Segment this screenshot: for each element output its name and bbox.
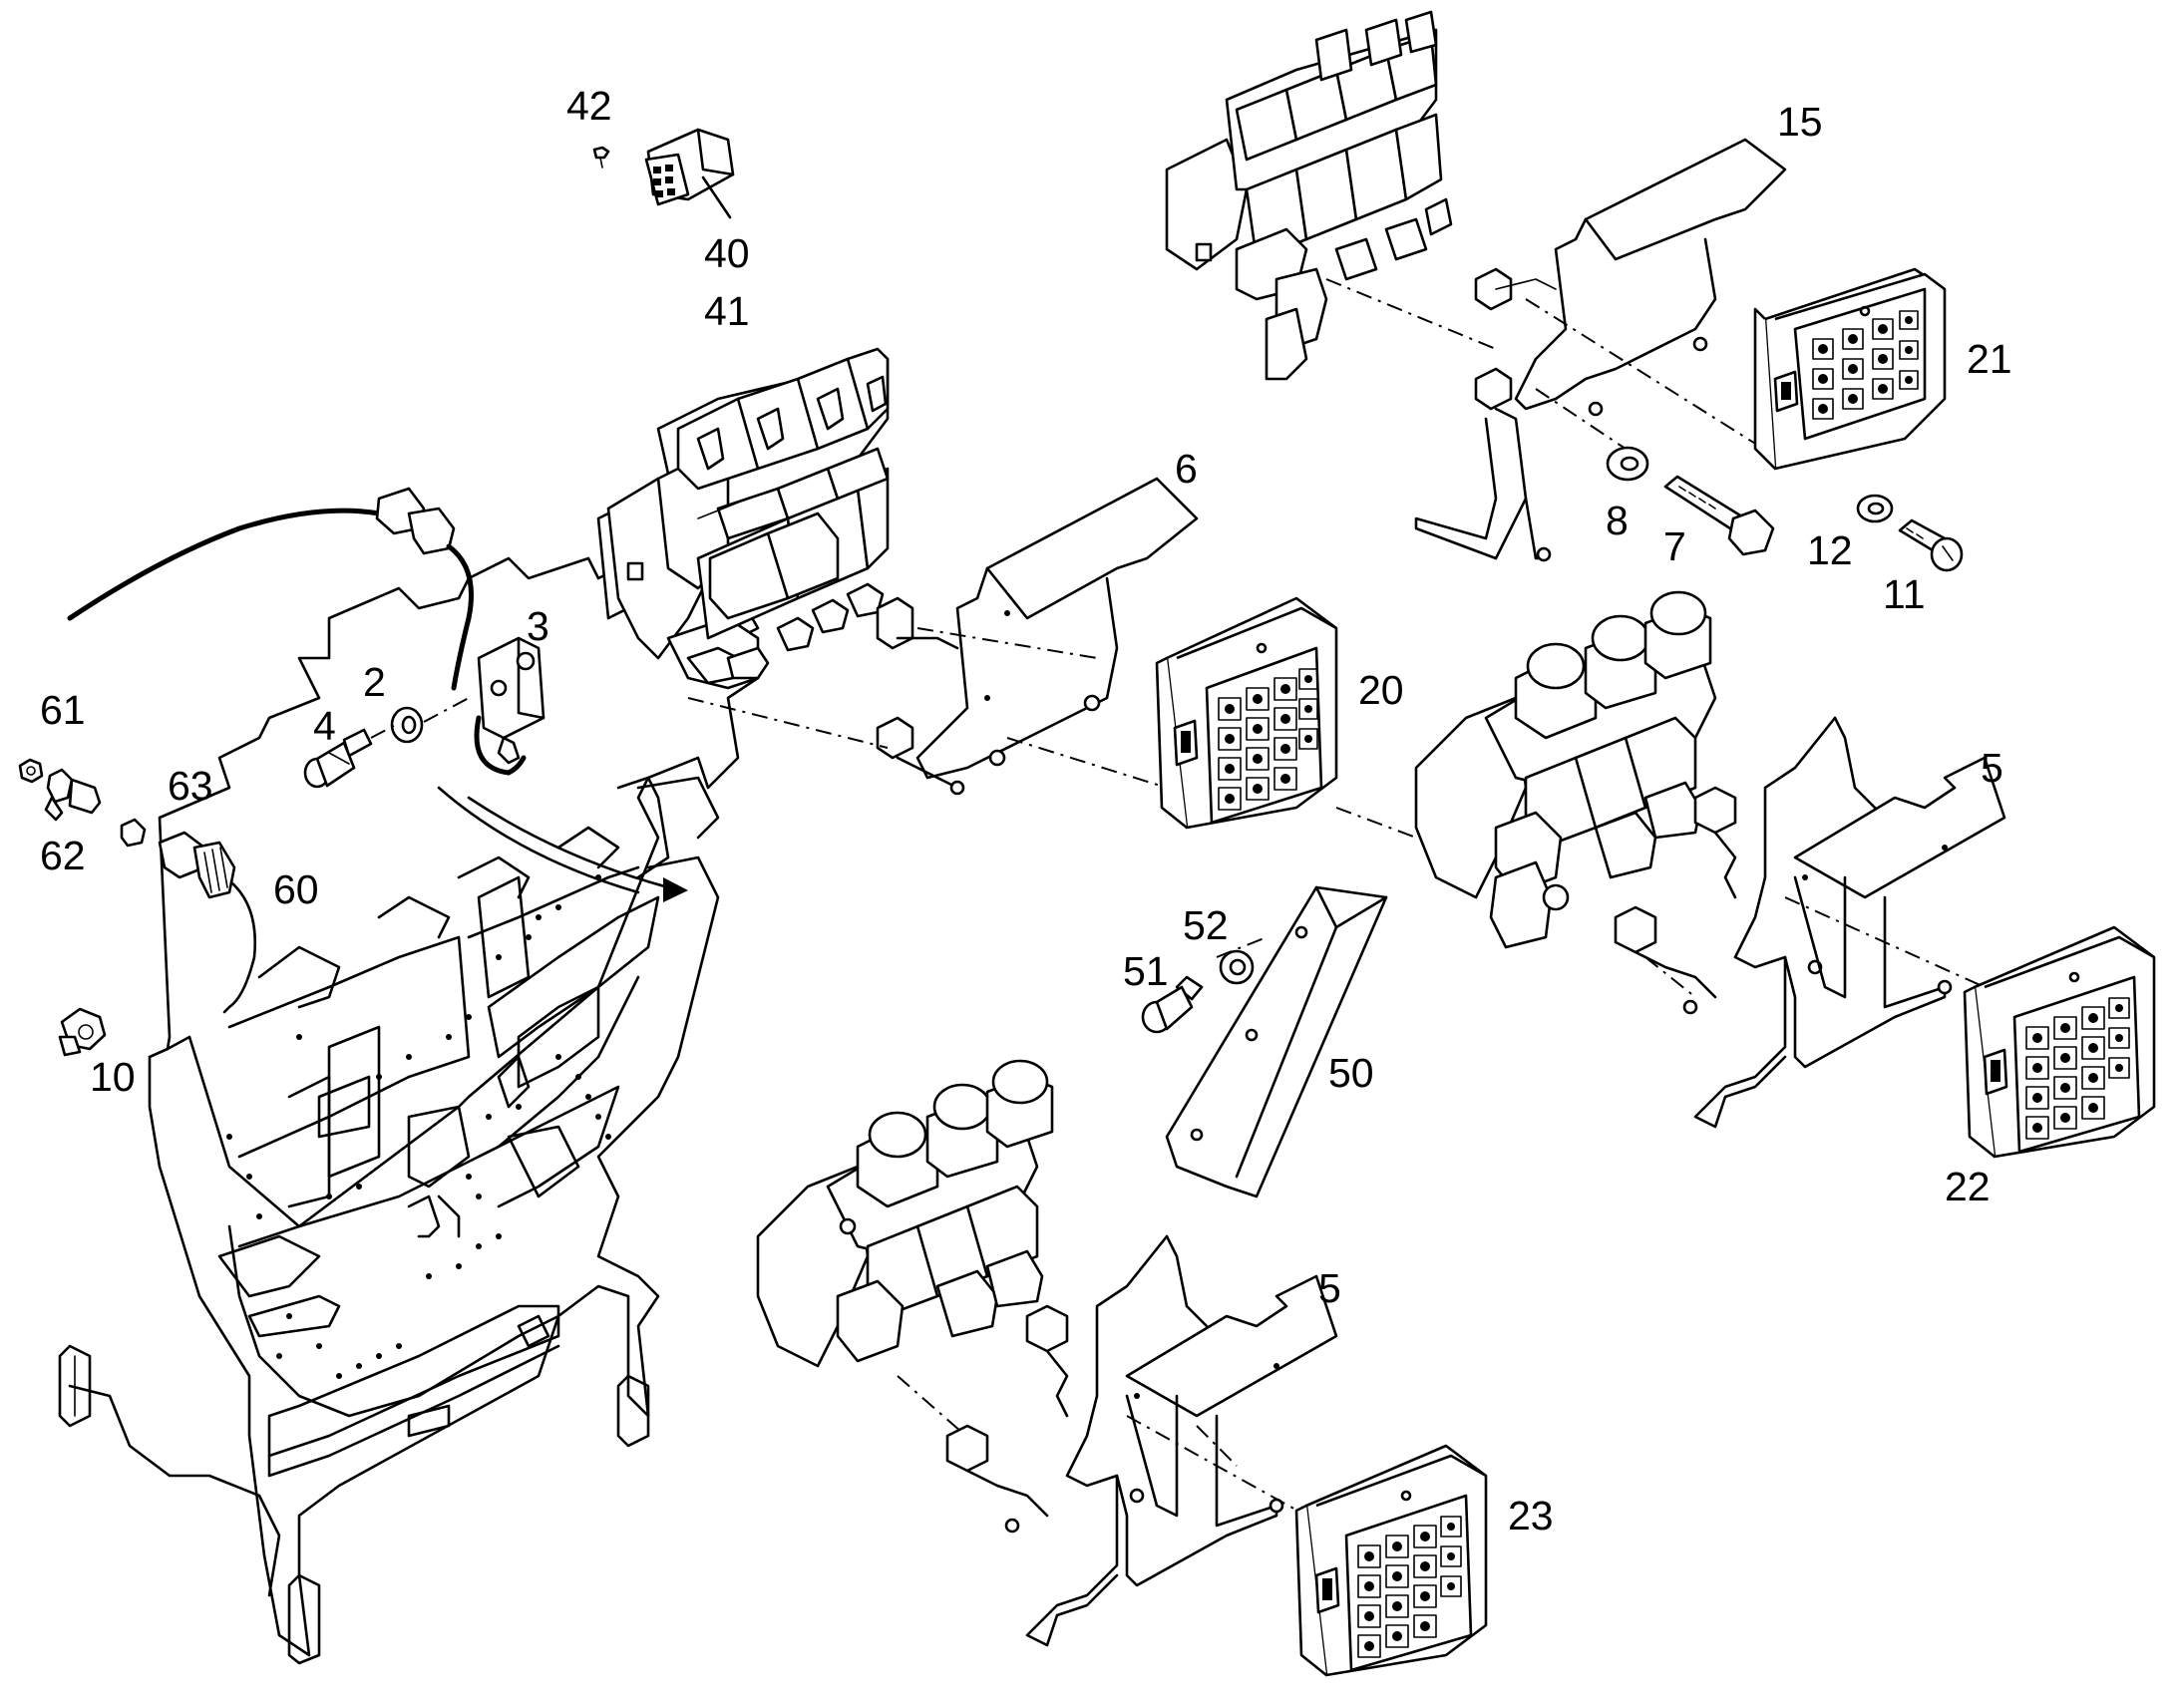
part-51-bolt xyxy=(1141,975,1204,1034)
part-3-sensor xyxy=(67,487,545,776)
callout-7: 7 xyxy=(1663,523,1686,569)
callout-61: 61 xyxy=(40,687,86,733)
arrow-head-icon xyxy=(663,877,688,902)
valve-block-5b xyxy=(756,1059,1054,1368)
callout-8: 8 xyxy=(1606,498,1629,543)
control-unit-20 xyxy=(1155,596,1338,830)
part-2-washer xyxy=(390,706,424,744)
part-8-washer xyxy=(1606,446,1649,482)
callout-20: 20 xyxy=(1358,667,1404,713)
bracket-5a xyxy=(1614,716,2006,1129)
valve-block-15 xyxy=(1165,10,1453,381)
callout-5-upper: 5 xyxy=(1981,745,2003,791)
part-40-connector xyxy=(592,128,735,219)
part-60-sensor xyxy=(158,831,256,1014)
callout-4: 4 xyxy=(313,703,336,749)
valve-block-41 xyxy=(596,347,890,690)
callout-23: 23 xyxy=(1508,1493,1554,1538)
control-unit-23 xyxy=(1294,1444,1488,1677)
part-4-bolt xyxy=(303,728,373,789)
callout-50: 50 xyxy=(1328,1050,1374,1096)
part-61-nut xyxy=(18,758,44,784)
callout-3: 3 xyxy=(527,603,549,649)
callout-21: 21 xyxy=(1967,336,2012,382)
control-unit-21 xyxy=(1753,267,1947,471)
callout-6: 6 xyxy=(1175,446,1198,492)
bracket-15 xyxy=(1414,138,1787,562)
callout-51: 51 xyxy=(1123,948,1169,994)
part-63-nipple xyxy=(120,818,147,848)
part-62-fitting xyxy=(44,768,102,822)
part-10-clip xyxy=(58,1007,107,1057)
part-7-bolt xyxy=(1663,475,1775,556)
callout-52: 52 xyxy=(1183,902,1229,948)
callout-41: 41 xyxy=(704,288,750,334)
callout-22: 22 xyxy=(1945,1164,1991,1209)
callout-40: 40 xyxy=(704,230,750,276)
callout-63: 63 xyxy=(168,763,213,809)
callout-12: 12 xyxy=(1807,527,1853,573)
callout-42: 42 xyxy=(566,83,612,129)
assembly-arrow xyxy=(437,786,640,894)
part-50-plate xyxy=(1165,885,1388,1198)
bracket-6 xyxy=(876,477,1199,796)
callout-15: 15 xyxy=(1777,99,1823,145)
callout-62: 62 xyxy=(40,833,86,878)
callout-labels: 42 40 41 15 21 6 8 7 12 11 3 2 4 61 63 6… xyxy=(40,83,2012,1538)
callout-11: 11 xyxy=(1883,571,1926,617)
part-12-washer xyxy=(1856,494,1894,523)
callout-60: 60 xyxy=(273,866,319,912)
callout-10: 10 xyxy=(90,1054,136,1100)
bracket-5b xyxy=(945,1234,1338,1647)
callout-2: 2 xyxy=(363,659,386,705)
part-52-washer xyxy=(1219,949,1255,985)
part-11-bolt xyxy=(1898,518,1964,572)
control-unit-22 xyxy=(1963,925,2156,1159)
valve-block-5a xyxy=(1414,590,1717,949)
callout-5-lower: 5 xyxy=(1318,1265,1341,1311)
